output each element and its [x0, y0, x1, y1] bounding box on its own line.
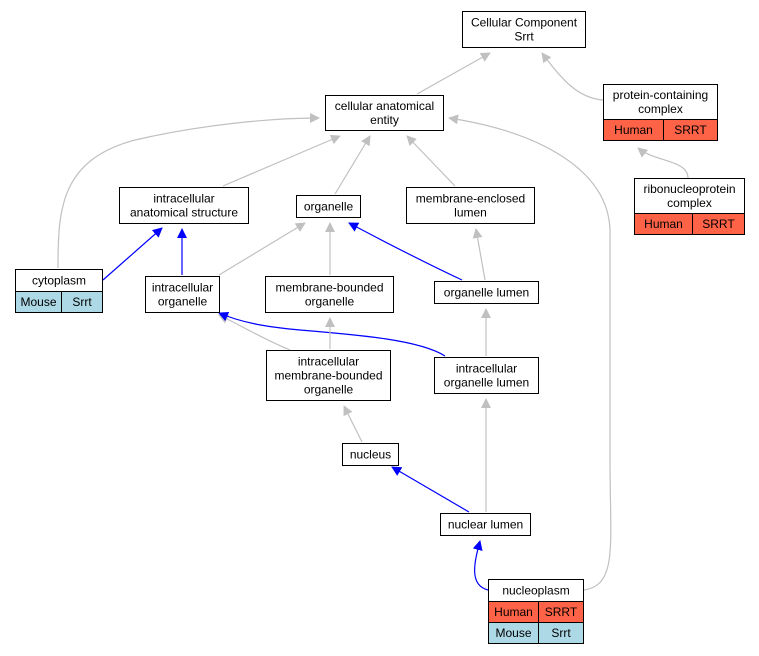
- edge-org-to-cae: [334, 135, 371, 195]
- gene-badge: [538, 622, 584, 644]
- species-label: Human: [644, 217, 683, 231]
- node-label: nucleoplasm: [502, 584, 569, 598]
- node-label: protein-containing: [613, 88, 708, 102]
- node-label: organelle: [304, 383, 354, 397]
- edge-io-to-org: [218, 222, 306, 276]
- node-box: [434, 357, 539, 394]
- node-box: [603, 84, 718, 120]
- node-box: [462, 11, 586, 48]
- edge-nl-to-nuc: [391, 466, 470, 513]
- node-box: [266, 350, 391, 401]
- edge-cyto-to-ias: [102, 227, 163, 281]
- gene-label: SRRT: [674, 123, 707, 137]
- node-box: [342, 443, 399, 466]
- node-label: Srrt: [514, 30, 534, 44]
- node-label: intracellular: [152, 281, 213, 295]
- node-box: [296, 195, 361, 218]
- edge-mel-to-cae: [406, 135, 456, 187]
- node-label: nucleus: [350, 448, 391, 462]
- node-box: [145, 276, 220, 313]
- gene-badge: [663, 119, 718, 141]
- node-nl[interactable]: nuclear lumen: [440, 513, 531, 536]
- edge-ias-to-cae: [222, 134, 341, 187]
- node-label: membrane-bounded: [275, 281, 383, 295]
- node-label: intracellular: [456, 362, 517, 376]
- node-label: intracellular: [298, 355, 359, 369]
- species-label: Mouse: [495, 626, 531, 640]
- node-label: entity: [370, 113, 399, 127]
- node-label: organelle: [304, 200, 354, 214]
- species-label: Human: [614, 123, 653, 137]
- gene-badge: [61, 291, 103, 313]
- edge-rnp-to-pcc: [637, 147, 689, 179]
- node-label: organelle: [305, 295, 355, 309]
- edge-cae-to-root: [416, 52, 491, 95]
- edge-nuc-to-imbo: [343, 405, 363, 443]
- species-label: Mouse: [20, 295, 56, 309]
- species-label: Human: [494, 605, 533, 619]
- node-label: ribonucleoprotein: [643, 182, 735, 196]
- node-nuc[interactable]: nucleus: [342, 443, 399, 466]
- node-org[interactable]: organelle: [296, 195, 361, 218]
- node-label: membrane-enclosed: [416, 192, 525, 206]
- gene-label: SRRT: [545, 605, 578, 619]
- edges-layer: [57, 52, 689, 591]
- edge-imbo-to-io: [218, 314, 291, 351]
- node-label: membrane-bounded: [274, 369, 382, 383]
- node-label: nuclear lumen: [448, 518, 523, 532]
- node-box: [265, 276, 394, 313]
- node-box: [325, 95, 444, 131]
- node-label: anatomical structure: [130, 206, 238, 220]
- node-box: [440, 513, 531, 536]
- node-box: [434, 281, 539, 304]
- node-label: Cellular Component: [471, 16, 578, 30]
- node-label: cellular anatomical: [335, 99, 434, 113]
- edge-np-to-cae: [448, 114, 612, 591]
- node-label: lumen: [454, 206, 487, 220]
- node-box: [406, 187, 535, 224]
- gene-label: SRRT: [702, 217, 735, 231]
- node-ol[interactable]: organelle lumen: [434, 281, 539, 304]
- edge-ol-to-org: [348, 222, 463, 281]
- edge-ol-to-mel: [472, 228, 486, 281]
- node-label: complex: [638, 102, 683, 116]
- node-box: [119, 187, 249, 224]
- edge-iol-to-io: [218, 311, 446, 357]
- gene-badge: [692, 213, 745, 235]
- node-label: organelle: [158, 295, 208, 309]
- node-label: organelle lumen: [444, 376, 529, 390]
- node-label: cytoplasm: [32, 274, 86, 288]
- edge-cyto-to-cae: [57, 113, 320, 269]
- node-label: organelle lumen: [444, 286, 529, 300]
- node-label: complex: [667, 196, 712, 210]
- edge-np-to-nl: [472, 540, 489, 591]
- node-label: intracellular: [153, 192, 214, 206]
- edge-pcc-to-root: [541, 52, 604, 101]
- gene-label: Srrt: [72, 295, 92, 309]
- gene-label: Srrt: [551, 626, 571, 640]
